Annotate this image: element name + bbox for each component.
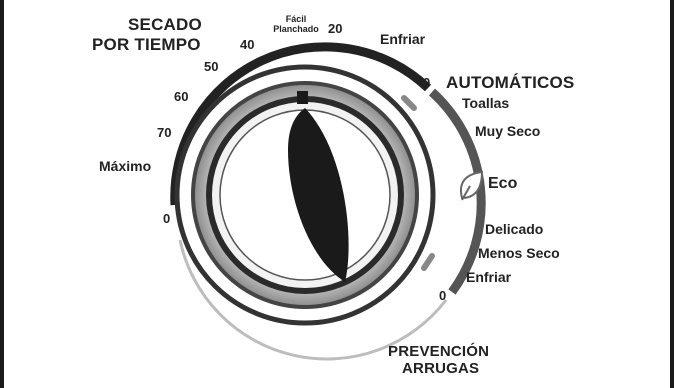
easy-iron-line2: Planchado <box>273 24 319 34</box>
auto-arc <box>428 88 486 295</box>
knob-pointer[interactable] <box>288 108 349 282</box>
setting-max[interactable]: Máximo <box>99 158 152 174</box>
setting-cool-top[interactable]: Enfriar <box>380 31 426 47</box>
setting-zero-top[interactable]: 0 <box>423 75 431 90</box>
setting-50[interactable]: 50 <box>204 59 219 74</box>
setting-60[interactable]: 60 <box>174 89 189 104</box>
timed-dry-title-2: POR TIEMPO <box>92 35 201 54</box>
timed-dry-arc <box>170 42 432 206</box>
setting-zero-left[interactable]: 0 <box>163 211 171 226</box>
setting-eco[interactable]: Eco <box>488 175 518 192</box>
wrinkle-title-2: ARRUGAS <box>402 360 480 377</box>
auto-markers <box>401 95 435 271</box>
setting-20[interactable]: 20 <box>328 21 343 36</box>
easy-iron-line1: Fácil <box>285 14 307 24</box>
setting-less-dry[interactable]: Menos Seco <box>478 245 560 261</box>
setting-40[interactable]: 40 <box>240 37 255 52</box>
wrinkle-arc <box>178 239 448 361</box>
knob-indicator <box>297 91 308 104</box>
setting-cool-bottom[interactable]: Enfriar <box>466 269 512 285</box>
setting-very-dry[interactable]: Muy Seco <box>475 123 541 139</box>
wrinkle-title: PREVENCIÓN <box>388 343 490 360</box>
timed-dry-title: SECADO <box>128 15 202 34</box>
setting-70[interactable]: 70 <box>157 125 172 140</box>
setting-delicate[interactable]: Delicado <box>485 221 544 237</box>
setting-zero-bottom[interactable]: 0 <box>439 288 447 303</box>
easy-iron-label[interactable]: Fácil Planchado <box>266 14 326 34</box>
auto-title: AUTOMÁTICOS <box>446 73 575 92</box>
setting-towels[interactable]: Toallas <box>462 95 510 111</box>
leaf-icon <box>460 170 484 201</box>
